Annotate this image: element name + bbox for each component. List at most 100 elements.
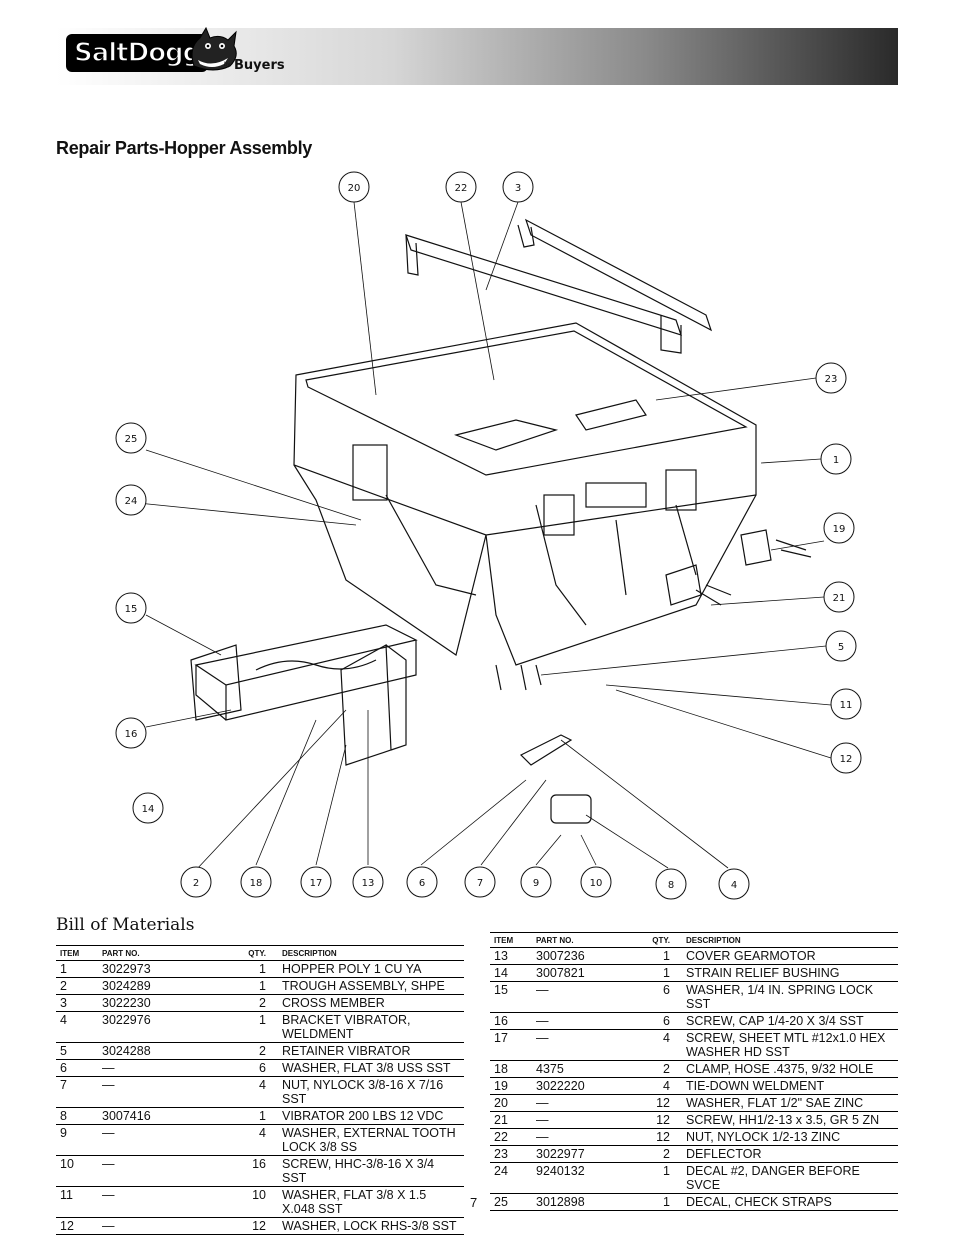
cell-desc: TIE-DOWN WELDMENT: [682, 1077, 898, 1095]
callout-label: 20: [348, 183, 361, 194]
cell-part: —: [98, 1155, 198, 1187]
callout-label: 21: [833, 593, 846, 604]
callout-label: 1: [833, 455, 839, 466]
callout-label: 14: [142, 804, 155, 815]
cell-part: 3007821: [532, 964, 632, 982]
cell-part: —: [532, 1094, 632, 1112]
cell-item: 20: [490, 1094, 532, 1112]
cell-item: 6: [56, 1059, 98, 1077]
header-banner: SaltDogg by Buyers: [56, 26, 898, 85]
cell-item: 8: [56, 1107, 98, 1125]
cell-item: 1: [56, 960, 98, 978]
saltdogg-logo: SaltDogg: [66, 34, 209, 72]
cell-part: —: [98, 1059, 198, 1077]
callout-3: 3: [502, 171, 534, 203]
callout-label: 17: [310, 878, 323, 889]
cell-desc: RETAINER VIBRATOR: [278, 1042, 464, 1060]
callout-label: 8: [668, 880, 674, 891]
cell-part: —: [98, 1124, 198, 1156]
cell-item: 24: [490, 1162, 532, 1194]
cell-qty: 2: [198, 994, 278, 1012]
cell-qty: 1: [198, 1107, 278, 1125]
cell-part: —: [532, 1029, 632, 1061]
cell-desc: DEFLECTOR: [682, 1145, 898, 1163]
callout-12: 12: [830, 742, 862, 774]
cell-part: 3022977: [532, 1145, 632, 1163]
callout-label: 22: [455, 183, 468, 194]
cell-qty: 1: [198, 1011, 278, 1043]
callout-13: 13: [352, 866, 384, 898]
cell-qty: 12: [198, 1217, 278, 1235]
cell-item: 12: [56, 1217, 98, 1235]
cell-desc: COVER GEARMOTOR: [682, 947, 898, 965]
cell-item: 19: [490, 1077, 532, 1095]
cell-item: 5: [56, 1042, 98, 1060]
col-item: ITEM: [56, 945, 98, 961]
cell-desc: WASHER, FLAT 3/8 USS SST: [278, 1059, 464, 1077]
col-qty: QTY.: [632, 932, 682, 948]
cell-qty: 4: [198, 1076, 278, 1108]
col-part: PART NO.: [532, 932, 632, 948]
callout-label: 11: [840, 700, 853, 711]
callout-23: 23: [815, 362, 847, 394]
section-title: Repair Parts-Hopper Assembly: [56, 138, 313, 158]
logo-by: by: [224, 62, 231, 68]
callout-label: 2: [193, 878, 199, 889]
cell-item: 22: [490, 1128, 532, 1146]
cell-item: 18: [490, 1060, 532, 1078]
cell-qty: 12: [632, 1094, 682, 1112]
cell-qty: 12: [632, 1111, 682, 1129]
cell-qty: 1: [632, 1162, 682, 1194]
callout-label: 25: [125, 434, 138, 445]
cell-item: 3: [56, 994, 98, 1012]
cell-qty: 1: [198, 977, 278, 995]
cell-part: 3022976: [98, 1011, 198, 1043]
cell-desc: SCREW, CAP 1/4-20 X 3/4 SST: [682, 1012, 898, 1030]
cell-desc: WASHER, 1/4 IN. SPRING LOCK SST: [682, 981, 898, 1013]
cell-desc: STRAIN RELIEF BUSHING: [682, 964, 898, 982]
cell-item: 21: [490, 1111, 532, 1129]
cell-item: 16: [490, 1012, 532, 1030]
cell-part: —: [532, 981, 632, 1013]
callout-label: 23: [825, 374, 838, 385]
callout-18: 18: [240, 866, 272, 898]
callout-label: 13: [362, 878, 375, 889]
cell-item: 11: [56, 1186, 98, 1218]
cell-qty: 2: [632, 1060, 682, 1078]
callout-19: 19: [823, 512, 855, 544]
cell-qty: 1: [632, 947, 682, 965]
cell-part: 3007236: [532, 947, 632, 965]
callout-label: 9: [533, 878, 539, 889]
callout-label: 19: [833, 524, 846, 535]
cell-desc: SCREW, SHEET MTL #12x1.0 HEX WASHER HD S…: [682, 1029, 898, 1061]
cell-desc: WASHER, LOCK RHS-3/8 SST: [278, 1217, 464, 1235]
logo-text: SaltDogg: [66, 34, 209, 72]
cell-part: —: [532, 1111, 632, 1129]
callout-label: 5: [838, 642, 844, 653]
callout-label: 15: [125, 604, 138, 615]
callout-2: 2: [180, 866, 212, 898]
cell-desc: CROSS MEMBER: [278, 994, 464, 1012]
callout-22: 22: [445, 171, 477, 203]
cell-item: 7: [56, 1076, 98, 1108]
cell-part: —: [98, 1076, 198, 1108]
cell-qty: 12: [632, 1128, 682, 1146]
cell-item: 23: [490, 1145, 532, 1163]
callout-11: 11: [830, 688, 862, 720]
cell-qty: 10: [198, 1186, 278, 1218]
cell-part: 3012898: [532, 1193, 632, 1211]
cell-desc: TROUGH ASSEMBLY, SHPE: [278, 977, 464, 995]
cell-part: —: [98, 1186, 198, 1218]
cell-desc: HOPPER POLY 1 CU YA: [278, 960, 464, 978]
cell-qty: 6: [632, 981, 682, 1013]
cell-item: 13: [490, 947, 532, 965]
callout-label: 6: [419, 878, 425, 889]
